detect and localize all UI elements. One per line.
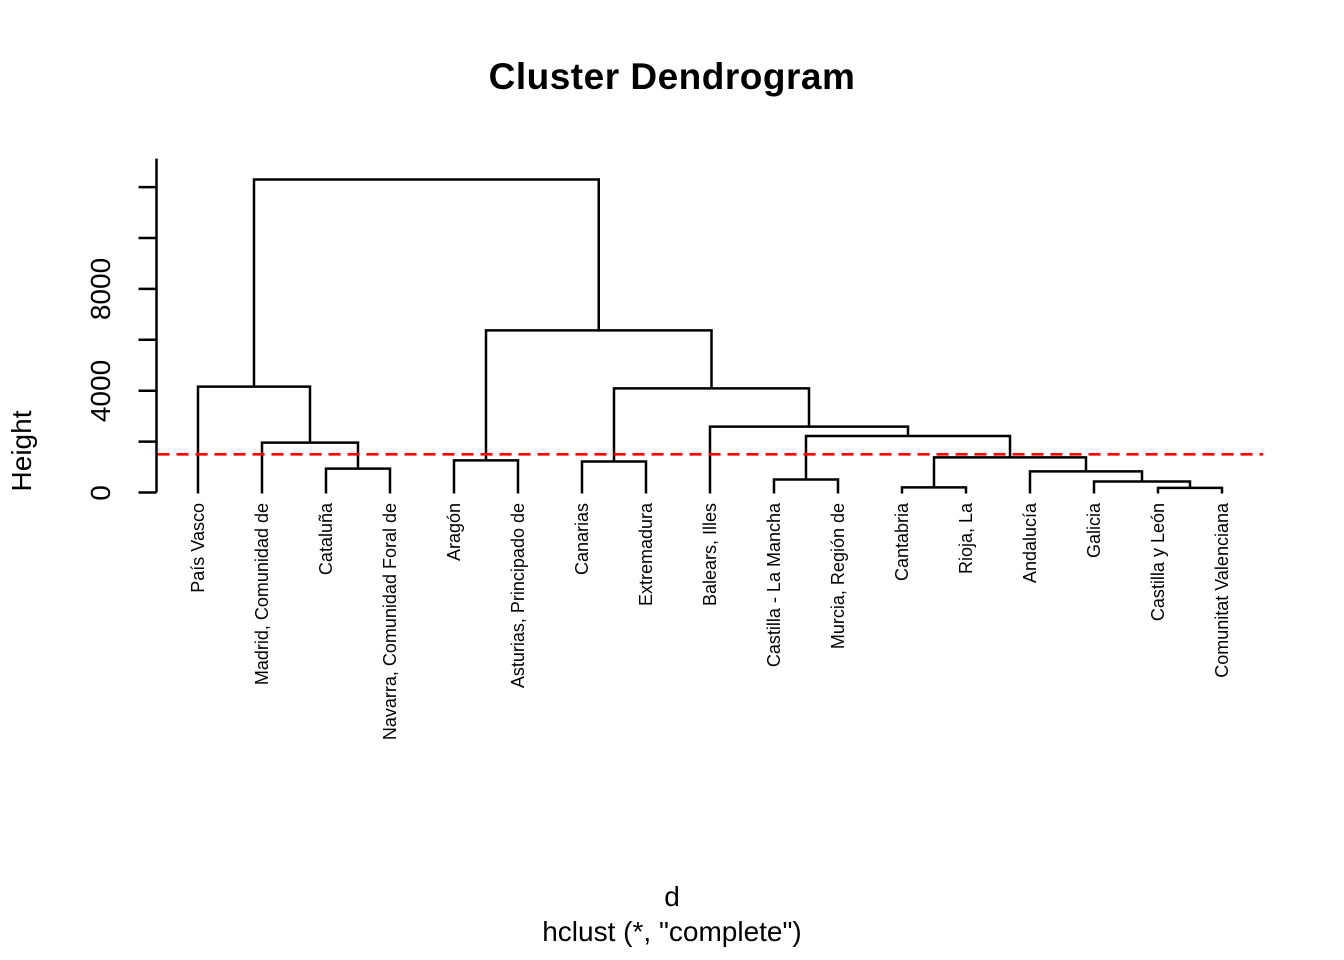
y-tick-label: 4000 <box>85 359 116 422</box>
leaf-label: Balears, Illes <box>700 503 720 607</box>
leaf-label: Castilla - La Mancha <box>764 503 784 668</box>
x-axis-label: d <box>664 881 680 912</box>
merge-link <box>708 425 910 494</box>
merge-link <box>196 385 312 494</box>
leaf-label: Asturias, Principado de <box>508 503 528 689</box>
merge-link <box>324 467 392 494</box>
merge-link <box>900 486 968 494</box>
leaf-label: Aragón <box>444 503 464 562</box>
leaf-label: Cataluña <box>316 503 336 576</box>
y-tick-label: 8000 <box>85 257 116 321</box>
leaf-label: Cantabria <box>892 503 912 582</box>
leaf-label: Madrid, Comunidad de <box>252 503 272 686</box>
merge-link <box>252 178 600 387</box>
x-axis-subtitle: hclust (*, "complete") <box>542 916 802 947</box>
leaf-label: País Vasco <box>188 503 208 593</box>
merge-link <box>1156 486 1224 494</box>
merge-link <box>580 460 648 494</box>
leaf-label: Galicia <box>1084 503 1104 559</box>
leaf-label: Navarra, Comunidad Foral de <box>380 503 400 741</box>
y-axis-label: Height <box>6 410 37 492</box>
leaf-label: Canarias <box>572 503 592 576</box>
merge-link <box>484 329 713 461</box>
leaf-label: Rioja, La <box>956 503 976 575</box>
y-tick-label: 0 <box>85 484 116 501</box>
leaf-label: Castilla y León <box>1148 503 1168 622</box>
chart-title: Cluster Dendrogram <box>488 56 856 97</box>
merge-link <box>772 478 840 494</box>
leaf-label: Extremadura <box>636 503 656 607</box>
merge-link <box>612 387 811 462</box>
leaf-label: Comunitat Valenciana <box>1212 503 1232 678</box>
merge-link <box>452 459 520 494</box>
leaf-label: Murcia, Región de <box>828 503 848 650</box>
leaf-label: Andalucía <box>1020 503 1040 584</box>
